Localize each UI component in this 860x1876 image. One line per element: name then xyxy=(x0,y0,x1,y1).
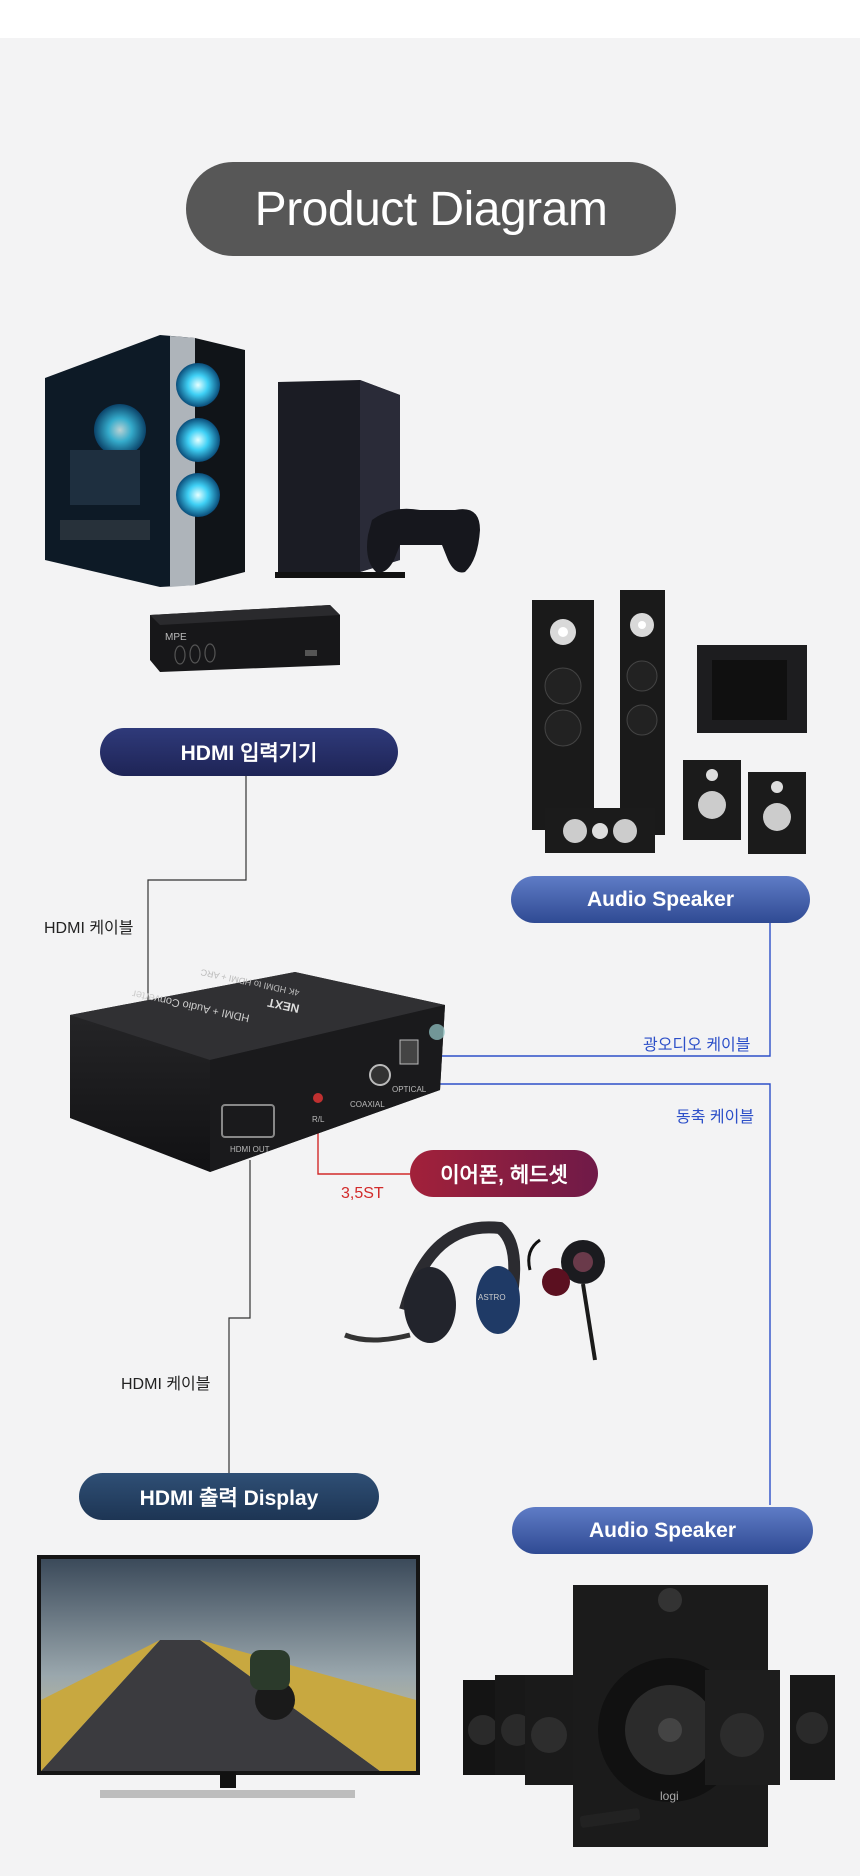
optical-cable-label: 광오디오 케이블 xyxy=(643,1037,751,1054)
hdmi-output-cable-line xyxy=(228,1160,251,1478)
speaker-system-illustration-bottom: logi xyxy=(463,1585,835,1847)
optical-cable-line xyxy=(405,922,771,1057)
gaming-pc-illustration xyxy=(45,335,245,587)
hdmi-input-device-pill: HDMI 입력기기 xyxy=(100,728,398,776)
headset-logo: ASTRO xyxy=(478,1293,506,1302)
port-label-optical: OPTICAL xyxy=(392,1085,427,1094)
headset-illustration: ASTRO xyxy=(344,1221,521,1343)
port-label-lr: R/L xyxy=(312,1115,325,1124)
coaxial-port xyxy=(369,1064,391,1086)
port-label-coaxial: COAXIAL xyxy=(350,1100,385,1109)
connection-lines xyxy=(147,776,771,1505)
page-title: Product Diagram xyxy=(186,162,676,256)
stereo-jack-port xyxy=(313,1093,323,1103)
hdmi-input-cable-line xyxy=(147,776,247,1000)
set-top-box-illustration: MPE xyxy=(150,605,340,672)
device-brand: NEXT xyxy=(266,995,301,1015)
speaker-system-illustration-top xyxy=(532,590,807,854)
optical-port xyxy=(399,1039,419,1065)
stereo-cable-line xyxy=(317,1122,410,1175)
hdmi-cable-label-bottom: HDMI 케이블 xyxy=(121,1376,211,1393)
earphone-headset-pill: 이어폰, 헤드셋 xyxy=(410,1150,598,1197)
svg-text:MPE: MPE xyxy=(165,632,187,643)
stereo-35-label: 3,5ST xyxy=(341,1185,384,1202)
product-logo-text: logi xyxy=(660,1789,679,1803)
hdmi-output-display-pill: HDMI 출력 Display xyxy=(79,1473,379,1520)
audio-speaker-pill-bottom: Audio Speaker xyxy=(512,1507,813,1554)
hdmi-cable-label-top: HDMI 케이블 xyxy=(44,920,134,937)
earphone-illustration xyxy=(527,1238,605,1361)
coaxial-cable-label: 동축 케이블 xyxy=(676,1109,755,1126)
converter-device-illustration: NEXT 4K HDMI to HDMI + ARC HDMI + Audio … xyxy=(70,967,445,1172)
coaxial-cable-line xyxy=(385,1083,771,1505)
game-console-illustration xyxy=(275,380,480,578)
port-label-hdmi-out: HDMI OUT xyxy=(230,1145,270,1154)
top-band xyxy=(0,0,860,38)
hdmi-out-port xyxy=(221,1104,275,1138)
audio-speaker-pill-top: Audio Speaker xyxy=(511,876,810,923)
tv-display-illustration xyxy=(37,1555,420,1798)
